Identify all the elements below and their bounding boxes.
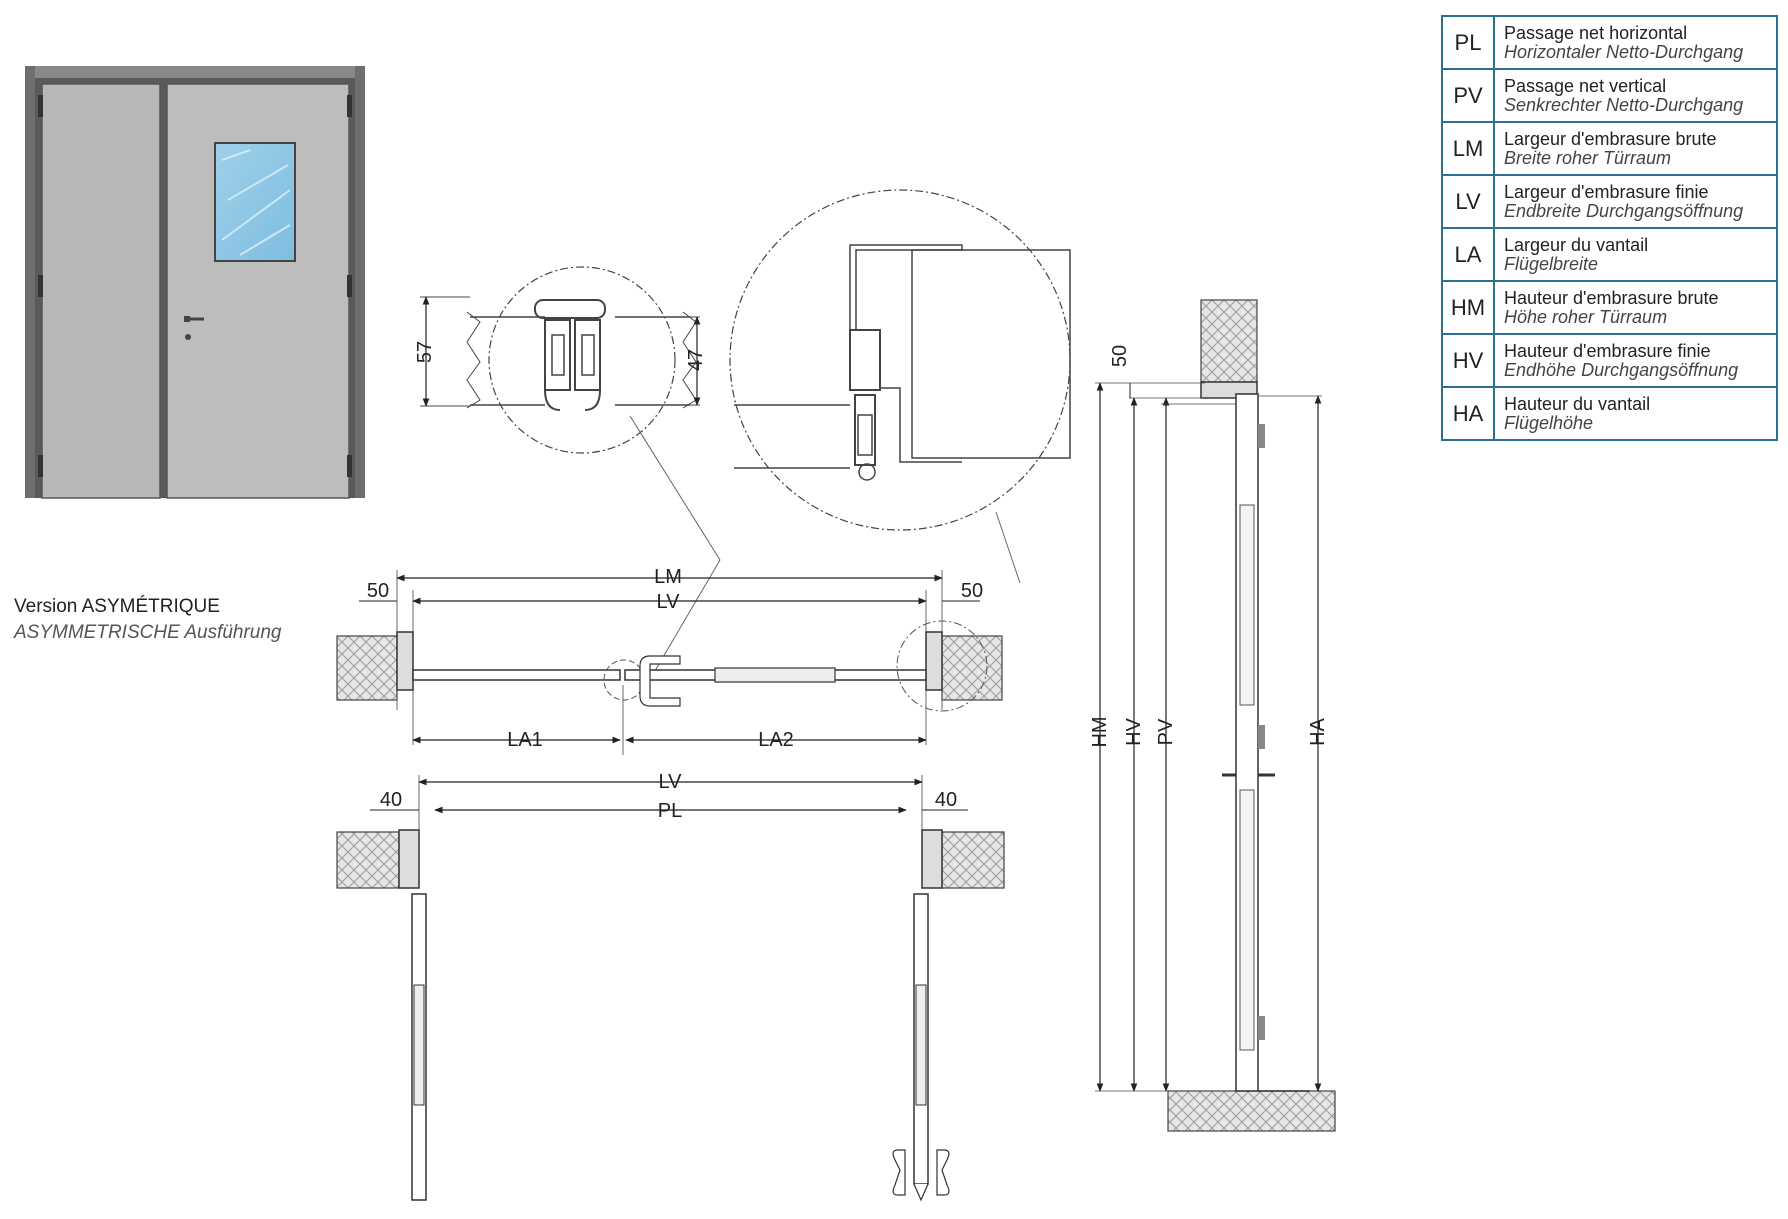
dim-la1-label: LA1 xyxy=(507,729,543,751)
dim-lv-label: LV xyxy=(657,591,681,613)
legend-de: Flügelhöhe xyxy=(1504,412,1594,433)
legend-fr: Hauteur d'embrasure brute xyxy=(1504,287,1719,308)
legend-desc: Largeur du vantail Flügelbreite xyxy=(1493,227,1778,282)
legend-row: LV Largeur d'embrasure finie Endbreite D… xyxy=(1441,174,1778,229)
legend-de: Horizontaler Netto-Durchgang xyxy=(1504,41,1744,62)
legend-de: Höhe roher Türraum xyxy=(1504,306,1668,327)
legend-desc: Largeur d'embrasure brute Breite roher T… xyxy=(1493,121,1778,176)
legend-fr: Largeur d'embrasure finie xyxy=(1504,181,1709,202)
dim-pl-label: PL xyxy=(658,800,682,822)
legend-row: HV Hauteur d'embrasure finie Endhöhe Dur… xyxy=(1441,333,1778,388)
dim-ha-label: HA xyxy=(1307,717,1329,745)
legend-row: LA Largeur du vantail Flügelbreite xyxy=(1441,227,1778,282)
dim-lm-label: LM xyxy=(654,566,682,588)
version-fr: Version ASYMÉTRIQUE xyxy=(14,596,220,617)
legend-row: HA Hauteur du vantail Flügelhöhe xyxy=(1441,386,1778,441)
legend-desc: Hauteur d'embrasure brute Höhe roher Tür… xyxy=(1493,280,1778,335)
plan-top xyxy=(336,570,1003,755)
legend-desc: Largeur d'embrasure finie Endbreite Durc… xyxy=(1493,174,1778,229)
legend-row: PV Passage net vertical Senkrechter Nett… xyxy=(1441,68,1778,123)
legend-fr: Passage net horizontal xyxy=(1504,22,1688,43)
vertical-section xyxy=(1095,299,1336,1132)
door-elevation xyxy=(25,66,365,499)
version-de: ASYMMETRISCHE Ausführung xyxy=(14,622,282,643)
legend-code: PV xyxy=(1441,68,1495,123)
dim-lv2-label: LV xyxy=(659,771,683,793)
legend-fr: Passage net vertical xyxy=(1504,75,1667,96)
legend-de: Breite roher Türraum xyxy=(1504,147,1672,168)
legend-code: HM xyxy=(1441,280,1495,335)
legend-de: Endhöhe Durchgangsöffnung xyxy=(1504,359,1739,380)
legend-fr: Largeur d'embrasure brute xyxy=(1504,128,1717,149)
dim-57-label: 57 xyxy=(414,341,436,363)
legend-de: Senkrechter Netto-Durchgang xyxy=(1504,94,1744,115)
dim-hm-label: HM xyxy=(1089,716,1111,747)
legend-fr: Largeur du vantail xyxy=(1504,234,1649,255)
legend-fr: Hauteur du vantail xyxy=(1504,393,1651,414)
legend-de: Endbreite Durchgangsöffnung xyxy=(1504,200,1744,221)
version-caption: Version ASYMÉTRIQUE ASYMMETRISCHE Ausfüh… xyxy=(14,596,282,644)
legend-code: PL xyxy=(1441,15,1495,70)
dim-hv-label: HV xyxy=(1123,717,1145,745)
legend-code: HA xyxy=(1441,386,1495,441)
legend-table: PL Passage net horizontal Horizontaler N… xyxy=(1441,15,1778,441)
dim-la2-label: LA2 xyxy=(758,729,794,751)
dim-40-right-label: 40 xyxy=(935,789,957,811)
legend-row: LM Largeur d'embrasure brute Breite rohe… xyxy=(1441,121,1778,176)
legend-desc: Passage net horizontal Horizontaler Nett… xyxy=(1493,15,1778,70)
legend-desc: Hauteur du vantail Flügelhöhe xyxy=(1493,386,1778,441)
dim-50-right-label: 50 xyxy=(961,580,983,602)
dim-50-left-label: 50 xyxy=(367,580,389,602)
legend-code: LM xyxy=(1441,121,1495,176)
legend-row: PL Passage net horizontal Horizontaler N… xyxy=(1441,15,1778,70)
legend-de: Flügelbreite xyxy=(1504,253,1599,274)
dim-40-left-label: 40 xyxy=(380,789,402,811)
legend-code: LA xyxy=(1441,227,1495,282)
legend-code: HV xyxy=(1441,333,1495,388)
detail-frame-jamb xyxy=(729,189,1071,531)
door-window xyxy=(214,142,296,262)
detail-meeting-stile xyxy=(466,266,697,454)
dim-pv-label: PV xyxy=(1155,718,1177,745)
dim-47-label: 47 xyxy=(685,349,707,371)
legend-row: HM Hauteur d'embrasure brute Höhe roher … xyxy=(1441,280,1778,335)
plan-bottom xyxy=(336,775,1005,1202)
legend-code: LV xyxy=(1441,174,1495,229)
dim-50-side-label: 50 xyxy=(1109,345,1131,367)
legend-fr: Hauteur d'embrasure finie xyxy=(1504,340,1711,361)
legend-desc: Passage net vertical Senkrechter Netto-D… xyxy=(1493,68,1778,123)
dim-57 xyxy=(420,296,470,407)
legend-desc: Hauteur d'embrasure finie Endhöhe Durchg… xyxy=(1493,333,1778,388)
dim-47 xyxy=(683,316,701,406)
